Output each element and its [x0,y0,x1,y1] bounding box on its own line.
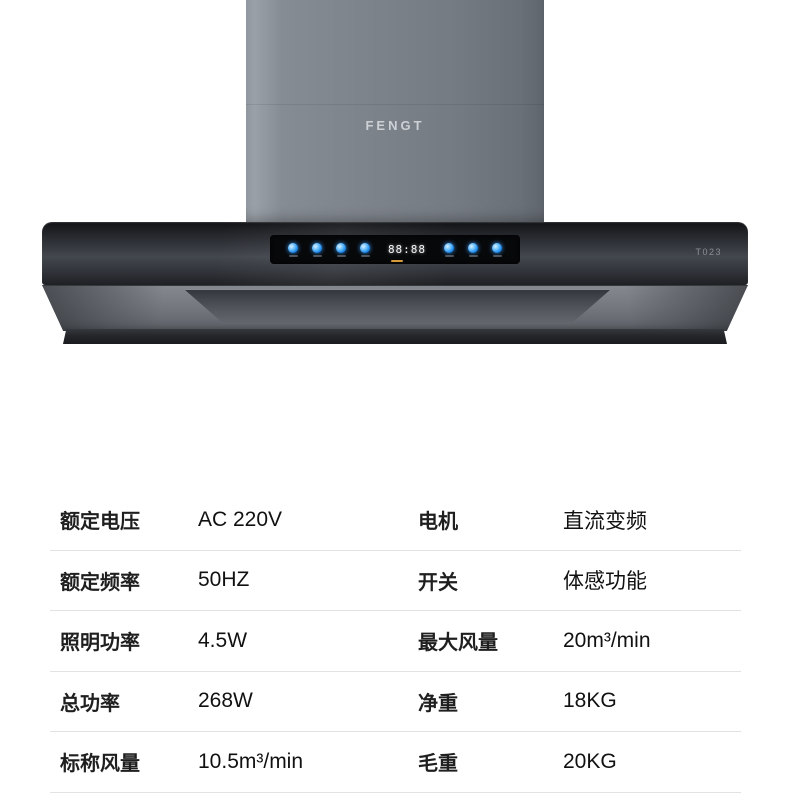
panel-button [288,242,298,257]
button-label-mark [312,254,322,257]
button-light-icon [336,242,346,253]
spec-label: 额定电压 [60,511,140,534]
button-light-icon [288,242,298,253]
button-label-mark [360,254,370,257]
hood-lower [42,285,748,331]
button-label-mark [288,254,298,257]
hood-base [63,329,727,344]
spec-value: 直流变频 [563,509,647,533]
spec-label: 总功率 [60,692,120,715]
spec-value: AC 220V [198,507,283,531]
spec-value: 体感功能 [563,570,647,594]
control-panel: 88:88 [270,235,520,264]
button-light-icon [468,242,478,253]
digital-display: 88:88 [384,243,430,262]
model-label: T023 [695,247,722,257]
panel-button [492,242,502,257]
right-shadow [598,286,748,331]
panel-button [336,242,346,257]
button-label-mark [336,254,346,257]
spec-label: 净重 [418,692,458,715]
spec-label: 最大风量 [418,632,498,655]
spec-value: 268W [198,689,253,713]
button-light-icon [312,242,322,253]
spec-value: 20m³/min [563,628,651,652]
panel-button [312,242,322,257]
spec-label: 毛重 [418,753,458,776]
left-shadow [42,286,192,331]
hood-chimney: FENGT [246,0,544,222]
spec-value: 4.5W [198,628,248,652]
spec-value: 20KG [563,749,617,773]
spec-value: 10.5m³/min [198,749,304,773]
spec-row: 标称风量 10.5m³/min 毛重 20KG [50,732,741,793]
spec-row: 额定频率 50HZ 开关 体感功能 [50,551,741,611]
button-light-icon [360,242,370,253]
spec-label: 照明功率 [60,632,140,655]
button-label-mark [492,254,502,257]
spec-table: 额定电压 AC 220V 电机 直流变频 额定频率 50HZ 开关 体感功能 照… [50,490,741,793]
spec-label: 标称风量 [60,753,140,776]
panel-button [468,242,478,257]
spec-value: 50HZ [198,568,250,592]
panel-button [360,242,370,257]
spec-row: 照明功率 4.5W 最大风量 20m³/min [50,611,741,672]
spec-row: 总功率 268W 净重 18KG [50,672,741,732]
panel-button [444,242,454,257]
spec-label: 开关 [418,571,458,594]
baffle-plate [183,289,612,324]
spec-label: 额定频率 [60,571,140,594]
button-light-icon [444,242,454,253]
spec-value: 18KG [563,689,617,713]
button-label-mark [444,254,454,257]
spec-row: 额定电压 AC 220V 电机 直流变频 [50,490,741,551]
button-light-icon [492,242,502,253]
brand-logo: FENGT [365,118,425,133]
button-label-mark [468,254,478,257]
spec-label: 电机 [418,511,458,534]
